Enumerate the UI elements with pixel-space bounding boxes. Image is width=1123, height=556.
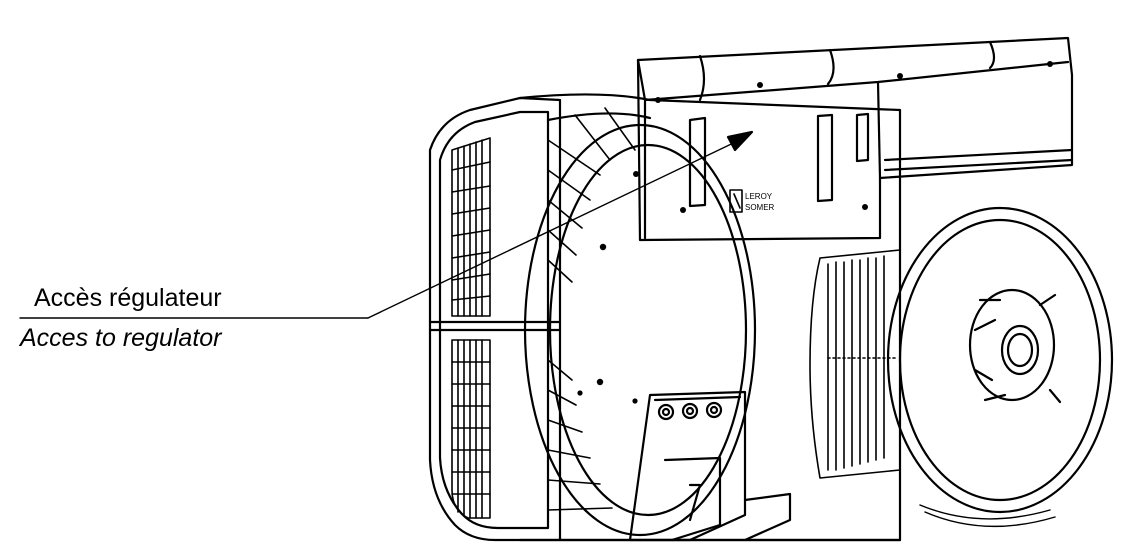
upper-grille-slots xyxy=(451,137,491,317)
leroy-somer-logo xyxy=(729,189,743,213)
terminal-box xyxy=(636,36,1074,242)
callout-label-english: Acces to regulator xyxy=(20,324,222,352)
front-end-shield xyxy=(886,206,1114,514)
rear-grille-housing xyxy=(428,96,562,542)
mounting-foot xyxy=(628,390,792,542)
callout-leader-line xyxy=(19,130,754,319)
terminal-box-screws xyxy=(633,61,1053,213)
callout-label-french: Accès régulateur xyxy=(34,284,222,312)
frame-ribs xyxy=(547,107,636,511)
front-grille xyxy=(809,249,901,479)
frame-bolt-holes xyxy=(577,243,638,404)
logo-text-line1: LEROY xyxy=(745,192,773,201)
logo-text-line2: SOMER xyxy=(745,203,775,212)
flywheel-ring xyxy=(919,504,1056,528)
stator-frame xyxy=(518,93,902,542)
lower-grille-slots xyxy=(451,339,491,519)
terminal-studs xyxy=(657,401,723,421)
